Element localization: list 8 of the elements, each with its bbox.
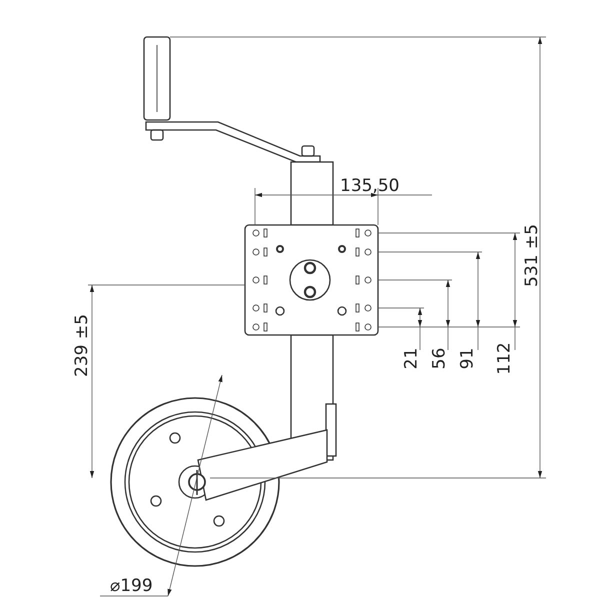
dimension-label: 56	[431, 347, 448, 369]
dimension-label: ⌀199	[110, 578, 153, 595]
dimension-label: 531 ±5	[523, 224, 540, 286]
dimension-label: 91	[459, 347, 476, 369]
dimension-label: 112	[496, 342, 514, 374]
dimension-label: 239 ±5	[73, 314, 90, 376]
dimension-label: 21	[403, 347, 420, 369]
dimension-label: 135,50	[340, 178, 400, 195]
